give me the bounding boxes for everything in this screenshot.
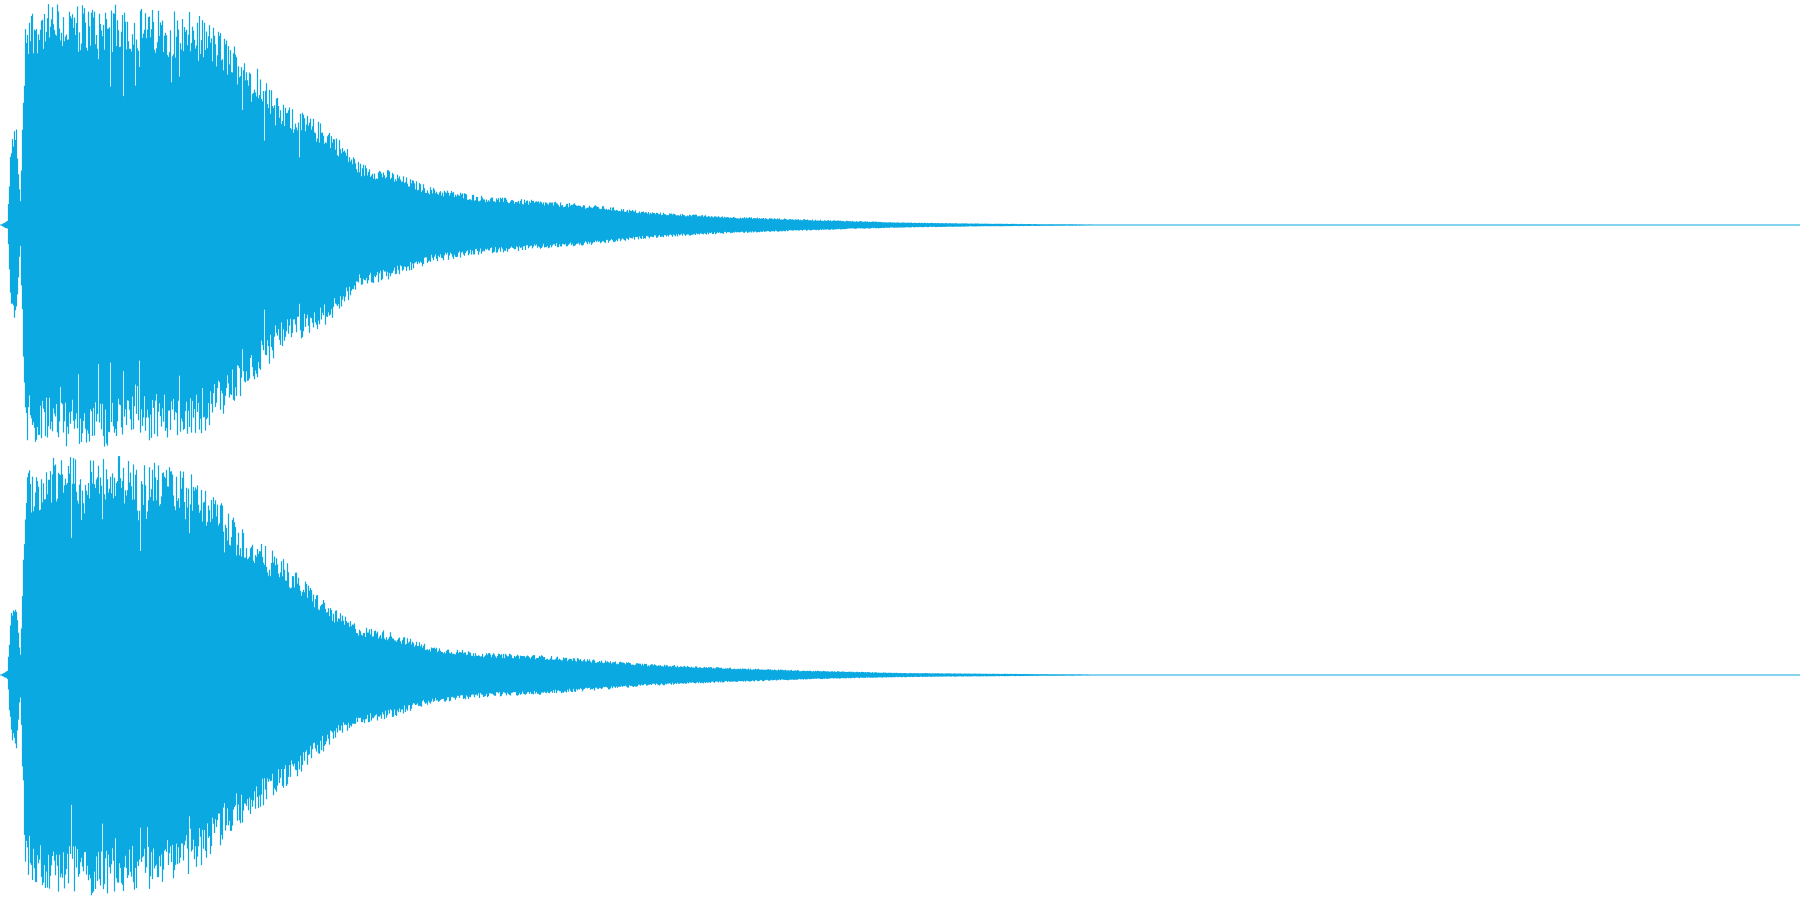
waveform-signal	[0, 456, 1164, 896]
waveform-signal	[0, 4, 1164, 447]
waveform-channel-2	[0, 456, 1800, 896]
waveform-channel-1	[0, 4, 1800, 447]
